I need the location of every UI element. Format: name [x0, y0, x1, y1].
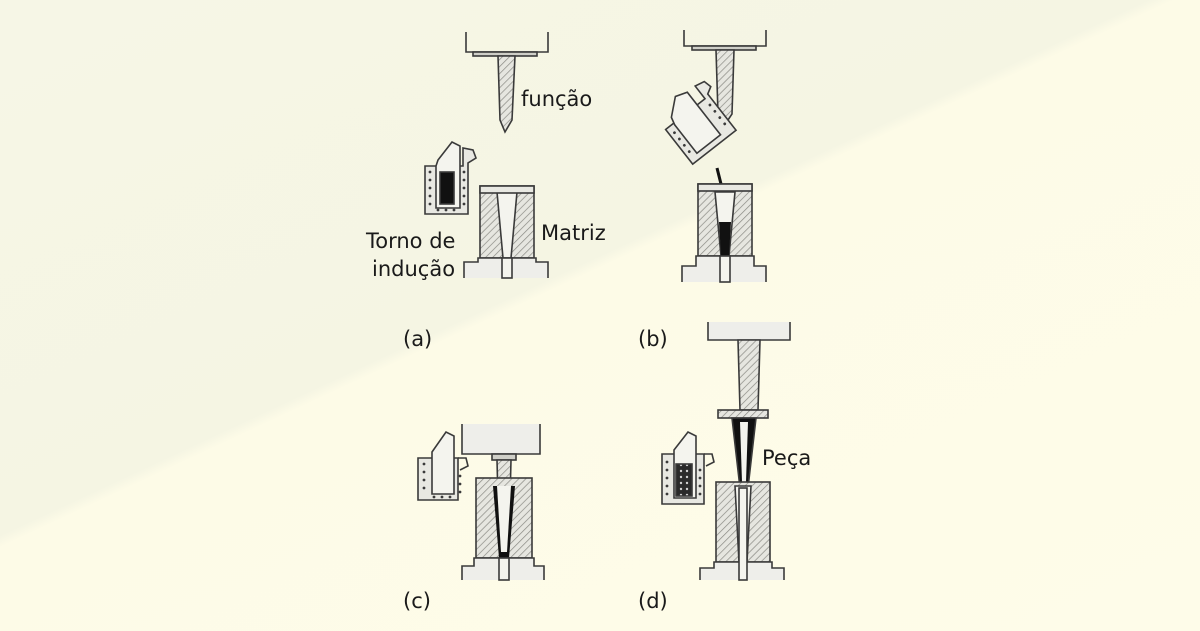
- press-head-b: [683, 30, 767, 51]
- press-head-c: [461, 424, 541, 461]
- induction-furnace-b: [664, 80, 738, 166]
- label-matriz: Matriz: [541, 221, 606, 245]
- induction-furnace-d: [661, 430, 715, 505]
- punch-plate-d: [717, 409, 769, 419]
- die-d: [699, 481, 785, 581]
- panel-b: [664, 30, 767, 283]
- label-funcao: função: [521, 87, 593, 111]
- caption-c: (c): [403, 589, 431, 613]
- die-b: [681, 183, 767, 283]
- induction-furnace-c: [417, 430, 469, 501]
- label-torno-line2: indução: [372, 257, 456, 281]
- induction-furnace-a: [424, 140, 477, 215]
- punch-a: [497, 55, 516, 134]
- panel-a: [424, 32, 549, 279]
- die-a: [463, 185, 549, 279]
- die-c: [461, 477, 545, 581]
- panel-c: [417, 424, 545, 581]
- label-peca: Peça: [762, 446, 812, 470]
- caption-d: (d): [638, 589, 668, 613]
- press-head-a: [465, 32, 549, 57]
- panel-d: [661, 322, 791, 581]
- label-torno-line1: Torno de: [366, 229, 456, 253]
- punch-d: [737, 339, 761, 411]
- press-head-d: [707, 322, 791, 341]
- caption-a: (a): [403, 327, 433, 351]
- caption-b: (b): [638, 327, 668, 351]
